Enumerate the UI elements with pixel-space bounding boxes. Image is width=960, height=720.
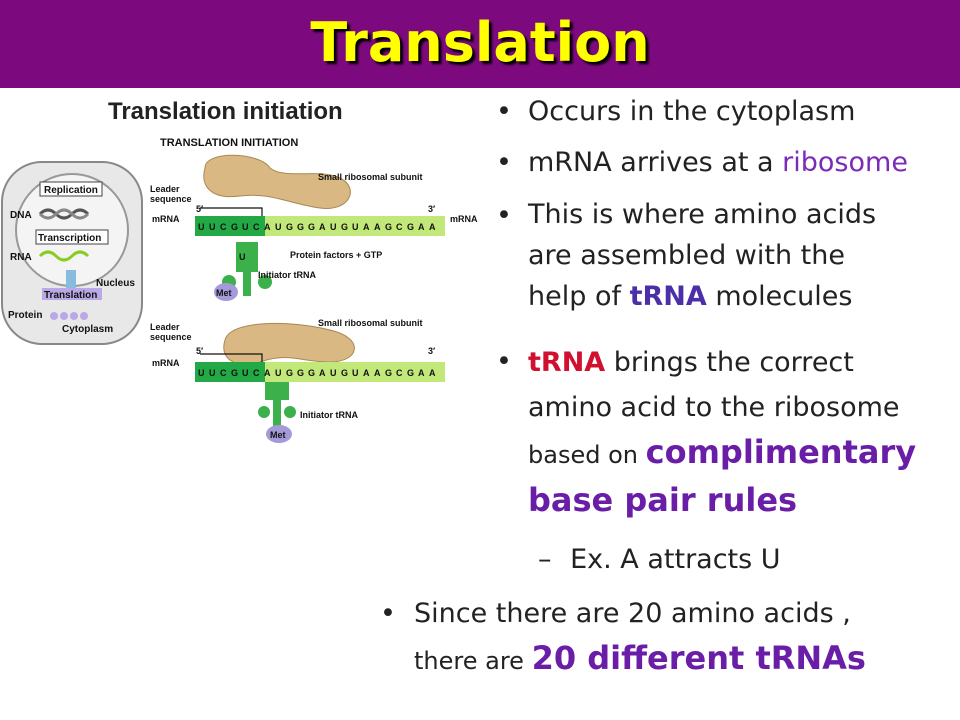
- codon-letter: U: [242, 368, 249, 378]
- codon-letter: G: [231, 222, 238, 232]
- three-prime-2: 3′: [428, 346, 435, 356]
- codon-letter: U: [352, 222, 359, 232]
- complimentary-term: complimentary: [645, 433, 917, 471]
- codon-letter: G: [286, 222, 293, 232]
- codon-letter: U: [330, 222, 337, 232]
- figure-title: Translation initiation: [108, 98, 343, 125]
- codon-letter: G: [308, 368, 315, 378]
- sub-bullet: – Ex. A attracts U: [538, 544, 781, 575]
- sequence-label-1: sequence: [150, 194, 192, 204]
- codon-letter: G: [286, 368, 293, 378]
- nucleus-label: Nucleus: [96, 278, 135, 289]
- met-label-2: Met: [270, 430, 286, 440]
- trna-term-2: tRNA: [528, 347, 606, 378]
- five-prime-2: 5′: [196, 346, 203, 356]
- codon-letter: C: [220, 368, 227, 378]
- three-prime-1: 3′: [428, 204, 435, 214]
- codon-letter: G: [231, 368, 238, 378]
- mrna-left-2: mRNA: [152, 358, 180, 368]
- sequence-label-2: sequence: [150, 332, 192, 342]
- codon-letter: A: [429, 368, 436, 378]
- initiation-step-2: Small ribosomal subunit Leader sequence …: [150, 318, 445, 443]
- cell-diagram: Replication DNA Transcription RNA Nucleu…: [1, 161, 143, 345]
- codon-letter: A: [319, 222, 326, 232]
- anticodon-1: U: [239, 252, 246, 262]
- protein-factors-label: Protein factors + GTP: [290, 250, 382, 260]
- codon-letter: U: [209, 368, 216, 378]
- codon-letter: C: [253, 222, 260, 232]
- initiation-step-1: Small ribosomal subunit Leader sequence …: [150, 154, 478, 301]
- codon-letter: G: [385, 222, 392, 232]
- codon-letter: U: [198, 368, 205, 378]
- trna-term-1: tRNA: [629, 281, 707, 312]
- codon-letter: A: [319, 368, 326, 378]
- codon-letter: A: [363, 222, 370, 232]
- transcription-label: Transcription: [38, 233, 101, 244]
- codon-letter: G: [297, 222, 304, 232]
- protein-label: Protein: [8, 310, 42, 321]
- leader-label-2: Leader: [150, 322, 180, 332]
- initiator-trna-label-2: Initiator tRNA: [300, 410, 358, 420]
- rna-label: RNA: [10, 252, 32, 263]
- ribosome-term: ribosome: [782, 147, 908, 178]
- codon-letter: U: [198, 222, 205, 232]
- codon-letter: G: [341, 368, 348, 378]
- codon-letter: A: [264, 222, 271, 232]
- codon-letter: C: [220, 222, 227, 232]
- slide-title: Translation: [310, 11, 650, 74]
- codon-letter: A: [374, 222, 381, 232]
- codon-letter: A: [429, 222, 436, 232]
- codon-letter: G: [407, 222, 414, 232]
- codon-letter: G: [308, 222, 315, 232]
- codon-letter: A: [264, 368, 271, 378]
- codon-letter: U: [242, 222, 249, 232]
- base-pair-rules-term: base pair rules: [528, 481, 798, 519]
- codon-letter: U: [275, 368, 282, 378]
- codon-letter: A: [374, 368, 381, 378]
- codon-letter: U: [330, 368, 337, 378]
- small-subunit-label-2: Small ribosomal subunit: [318, 318, 423, 328]
- codon-letter: G: [407, 368, 414, 378]
- mrna-left-1: mRNA: [152, 214, 180, 224]
- codon-letter: U: [352, 368, 359, 378]
- mrna-right-1: mRNA: [450, 214, 478, 224]
- cytoplasm-label: Cytoplasm: [62, 324, 113, 335]
- translation-label: Translation: [44, 290, 97, 301]
- codon-letter: U: [275, 222, 282, 232]
- codon-letter: G: [385, 368, 392, 378]
- translation-initiation-figure: TRANSLATION INITIATION Replication DNA T…: [1, 137, 478, 443]
- codon-letter: C: [396, 222, 403, 232]
- codon-letter: A: [418, 222, 425, 232]
- dna-label: DNA: [10, 210, 32, 221]
- codon-letter: A: [418, 368, 425, 378]
- five-prime-1: 5′: [196, 204, 203, 214]
- title-banner: [0, 0, 960, 88]
- replication-label: Replication: [44, 185, 98, 196]
- codon-letter: C: [396, 368, 403, 378]
- initiator-trna-label-1: Initiator tRNA: [258, 270, 316, 280]
- twenty-trnas-term: 20 different tRNAs: [531, 639, 866, 677]
- small-subunit-label-1: Small ribosomal subunit: [318, 172, 423, 182]
- codon-letter: C: [253, 368, 260, 378]
- met-label-1: Met: [216, 288, 232, 298]
- codon-letter: G: [341, 222, 348, 232]
- codon-letter: G: [297, 368, 304, 378]
- codon-letter: U: [209, 222, 216, 232]
- codon-letter: A: [363, 368, 370, 378]
- figure-caption: TRANSLATION INITIATION: [160, 137, 298, 149]
- leader-label-1: Leader: [150, 184, 180, 194]
